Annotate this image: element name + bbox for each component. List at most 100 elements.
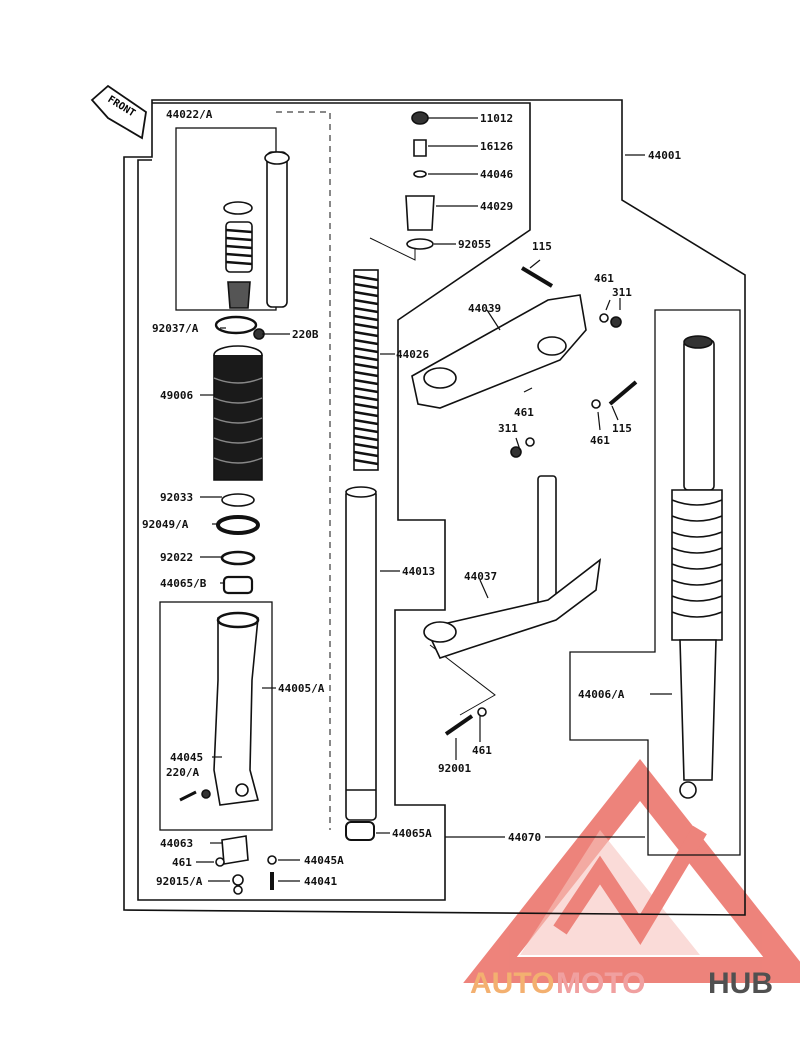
label-44070: 44070: [508, 831, 541, 844]
label-115-mid: 115: [612, 422, 632, 435]
watermark-auto: AUTO: [470, 967, 554, 1000]
label-44001: 44001: [648, 149, 681, 162]
label-44005A: 44005/A: [278, 682, 325, 695]
leader-lines: [196, 117, 672, 882]
fork-spring-44026: [353, 269, 379, 471]
washer-461-stem: [477, 707, 487, 717]
axle-holder-44063: [221, 835, 249, 865]
label-92033: 92033: [160, 491, 193, 504]
oring-44046: [413, 170, 427, 178]
label-461-stem: 461: [472, 744, 492, 757]
label-220B: 220B: [292, 328, 319, 341]
label-461-mid: 461: [514, 406, 534, 419]
label-115-top: 115: [532, 240, 552, 253]
label-11012: 11012: [480, 112, 513, 125]
damper-rod-cap: [264, 151, 290, 165]
nut-44045: [201, 789, 211, 799]
watermark-hub: HUB: [708, 967, 773, 1000]
fork-cap-44029: [405, 195, 435, 231]
label-44026: 44026: [396, 348, 429, 361]
box-44022a: [175, 127, 277, 311]
washer-44045a: [267, 855, 277, 865]
label-461-bottom: 461: [172, 856, 192, 869]
label-44063: 44063: [160, 837, 193, 850]
washer-92022: [220, 550, 256, 566]
label-44045A: 44045A: [304, 854, 344, 867]
label-311-mid: 311: [498, 422, 518, 435]
label-461-top: 461: [594, 272, 614, 285]
watermark-triangle-outer: [463, 759, 800, 983]
front-arrow-shape: [90, 84, 147, 140]
nut-92015a: [232, 874, 244, 886]
left-column-parts: [179, 151, 290, 895]
dash-stem-link: [369, 237, 496, 716]
nut-311-top: [610, 316, 622, 328]
bolt-115-top: [520, 266, 554, 288]
bolt-220a: [179, 790, 197, 802]
label-44022A: 44022/A: [166, 108, 213, 121]
label-44029: 44029: [480, 200, 513, 213]
inner-tube-44013: [345, 486, 377, 821]
box-44006a: [569, 309, 741, 856]
box-44005a: [159, 601, 273, 831]
cap-11012: [411, 111, 429, 125]
outer-boundary-line: [123, 99, 746, 916]
bushing-44065b: [222, 575, 254, 595]
label-461-right: 461: [590, 434, 610, 447]
label-44039: 44039: [468, 302, 501, 315]
label-92001: 92001: [438, 762, 471, 775]
dust-boot-49006: [213, 345, 263, 481]
label-49006: 49006: [160, 389, 193, 402]
bolt-92001: [444, 714, 474, 736]
label-44006A: 44006/A: [578, 688, 625, 701]
bolt-115-mid: [608, 380, 638, 406]
rebound-spring: [225, 221, 253, 273]
ring-92033: [221, 493, 255, 507]
steering-stem-44037: [423, 475, 602, 659]
watermark-moto: MOTO: [556, 967, 645, 1000]
oring-92055: [406, 238, 434, 250]
inner-boundary-line: [137, 102, 531, 901]
dash-spring-link: [276, 111, 331, 830]
washer-461-top: [599, 313, 609, 323]
label-44037: 44037: [464, 570, 497, 583]
washer-461-left: [215, 857, 225, 867]
washer-461-low: [525, 437, 535, 447]
watermark-logo: [463, 759, 800, 983]
label-44041: 44041: [304, 875, 337, 888]
nut-311-low: [510, 446, 522, 458]
oil-seal-92049a: [216, 515, 260, 535]
bushing-44065a: [345, 821, 375, 841]
right-fork-44006a: [671, 335, 723, 799]
washer-461-mid: [591, 399, 601, 409]
clamp-92037a: [214, 315, 258, 335]
label-44045: 44045: [170, 751, 203, 764]
label-220A: 220/A: [166, 766, 199, 779]
label-16126: 16126: [480, 140, 513, 153]
label-92049A: 92049/A: [142, 518, 189, 531]
label-44065A: 44065A: [392, 827, 432, 840]
label-44013: 44013: [402, 565, 435, 578]
upper-bracket-hole-left: [423, 367, 457, 389]
upper-bracket-hole-right: [537, 336, 567, 356]
outer-tube-44005a: [213, 611, 260, 806]
front-arrow: FRONT: [90, 84, 147, 140]
label-92055: 92055: [458, 238, 491, 251]
label-92015A: 92015/A: [156, 875, 203, 888]
watermark-a-stroke: [553, 825, 707, 945]
label-311-top: 311: [612, 286, 632, 299]
label-44046: 44046: [480, 168, 513, 181]
center-column-parts: [345, 111, 435, 841]
label-92037A: 92037/A: [152, 322, 199, 335]
right-column-parts: [411, 266, 723, 799]
oil-lock-piece: [227, 281, 251, 309]
watermark-text: AUTO MOTO HUB: [470, 967, 773, 1000]
valve-16126: [413, 139, 427, 157]
label-44065B: 44065/B: [160, 577, 207, 590]
piston-ring: [223, 201, 253, 215]
part-labels: 44022/A 11012 16126 44046 44029 92055 44…: [142, 108, 681, 888]
damper-rod: [266, 151, 288, 308]
label-92022: 92022: [160, 551, 193, 564]
nut-92015a-b: [233, 885, 243, 895]
